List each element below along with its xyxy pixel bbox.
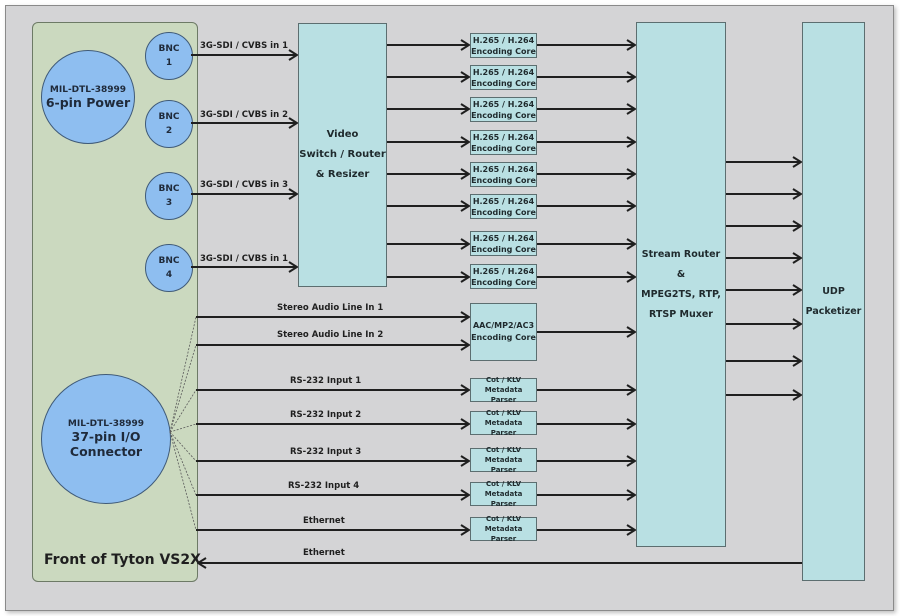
encoding-core-line2: Encoding Core [471, 78, 536, 88]
stream-router-line2: & [676, 268, 686, 280]
power-connector-line1: MIL-DTL-38999 [49, 84, 127, 95]
encoding-core-line2: Encoding Core [471, 277, 536, 287]
parser-line2: Metadata Parser [484, 386, 523, 404]
data-input-label-5: Ethernet [303, 516, 345, 526]
encoding-core-line1: H.265 / H.264 [472, 266, 535, 276]
bnc-number: 4 [165, 270, 173, 280]
ethernet-output-label: Ethernet [303, 548, 345, 558]
udp-line1: UDP [822, 285, 845, 297]
video-switch-line3: & Resizer [315, 169, 370, 180]
parser-line2: Metadata Parser [484, 490, 523, 508]
bnc-connector-1: BNC 1 [145, 32, 193, 80]
audio-input-label-2: Stereo Audio Line In 2 [277, 330, 384, 340]
parser-line2: Metadata Parser [484, 525, 523, 543]
bnc-connector-3: BNC 3 [145, 172, 193, 220]
encoding-core-line1: H.265 / H.264 [472, 164, 535, 174]
bnc-label: BNC [158, 44, 180, 54]
encoding-core-line2: Encoding Core [471, 244, 536, 254]
video-switch-line1: Video [326, 129, 359, 140]
data-input-label-3: RS-232 Input 3 [290, 447, 362, 457]
metadata-parser-4: Cot / KLV Metadata Parser [470, 480, 537, 508]
metadata-parser-5: Cot / KLV Metadata Parser [470, 515, 537, 543]
audio-core-line1: AAC/MP2/AC3 [472, 321, 535, 330]
video-input-label-1: 3G-SDI / CVBS in 1 [200, 41, 288, 51]
audio-input-label-1: Stereo Audio Line In 1 [277, 303, 384, 313]
audio-encoding-core: AAC/MP2/AC3 Encoding Core [470, 303, 537, 361]
metadata-parser-2: Cot / KLV Metadata Parser [470, 409, 537, 437]
power-connector-line2: 6-pin Power [45, 94, 131, 110]
io-connector-line2: 37-pin I/O Connector [69, 429, 143, 459]
encoding-core-line2: Encoding Core [471, 143, 536, 153]
metadata-parser-1: Cot / KLV Metadata Parser [470, 376, 537, 404]
video-input-label-3: 3G-SDI / CVBS in 3 [200, 180, 288, 190]
udp-packetizer-block: UDP Packetizer [802, 22, 865, 581]
bnc-connector-2: BNC 2 [145, 100, 193, 148]
io-fanout-lines [169, 316, 197, 531]
stream-router-line4: RTSP Muxer [649, 308, 713, 320]
front-panel-title: Front of Tyton VS2X [44, 552, 201, 568]
encoding-core-line1: H.265 / H.264 [472, 233, 535, 243]
parser-line1: Cot / KLV [485, 376, 522, 384]
encoding-core-line1: H.265 / H.264 [472, 35, 535, 45]
stream-router-line1: Stream Router [641, 248, 721, 260]
bnc-number: 3 [165, 198, 173, 208]
bnc-label: BNC [158, 112, 180, 122]
encoding-core-line1: H.265 / H.264 [472, 196, 535, 206]
udp-line2: Packetizer [805, 305, 862, 317]
bnc-label: BNC [158, 184, 180, 194]
data-input-label-4: RS-232 Input 4 [288, 481, 360, 491]
encoding-core-line2: Encoding Core [471, 46, 536, 56]
bnc-connector-4: BNC 4 [145, 244, 193, 292]
io-connector-line1: MIL-DTL-38999 [67, 419, 145, 429]
power-connector: MIL-DTL-38999 6-pin Power [41, 50, 135, 144]
metadata-parser-3: Cot / KLV Metadata Parser [470, 446, 537, 474]
bnc-label: BNC [158, 256, 180, 266]
io-connector: MIL-DTL-38999 37-pin I/O Connector [41, 374, 171, 504]
encoding-core-line2: Encoding Core [471, 207, 536, 217]
parser-line2: Metadata Parser [484, 419, 523, 437]
video-switch-block: Video Switch / Router & Resizer [298, 23, 387, 287]
data-input-label-1: RS-232 Input 1 [290, 376, 362, 386]
encoding-core-line1: H.265 / H.264 [472, 99, 535, 109]
parser-line1: Cot / KLV [485, 409, 522, 417]
audio-core-line2: Encoding Core [471, 333, 536, 342]
stream-router-block: Stream Router & MPEG2TS, RTP, RTSP Muxer [636, 22, 726, 547]
video-input-label-4: 3G-SDI / CVBS in 1 [200, 254, 288, 264]
encoding-core-line1: H.265 / H.264 [472, 132, 535, 142]
parser-line1: Cot / KLV [485, 515, 522, 523]
stream-router-line3: MPEG2TS, RTP, [641, 288, 721, 300]
bnc-number: 1 [165, 58, 173, 68]
bnc-number: 2 [165, 126, 173, 136]
video-input-label-2: 3G-SDI / CVBS in 2 [200, 110, 288, 120]
parser-line1: Cot / KLV [485, 446, 522, 454]
encoding-core-line1: H.265 / H.264 [472, 67, 535, 77]
video-switch-line2: Switch / Router [299, 149, 386, 160]
data-input-label-2: RS-232 Input 2 [290, 410, 362, 420]
encoding-core-line2: Encoding Core [471, 175, 536, 185]
parser-line2: Metadata Parser [484, 456, 523, 474]
parser-line1: Cot / KLV [485, 480, 522, 488]
encoding-core-line2: Encoding Core [471, 110, 536, 120]
